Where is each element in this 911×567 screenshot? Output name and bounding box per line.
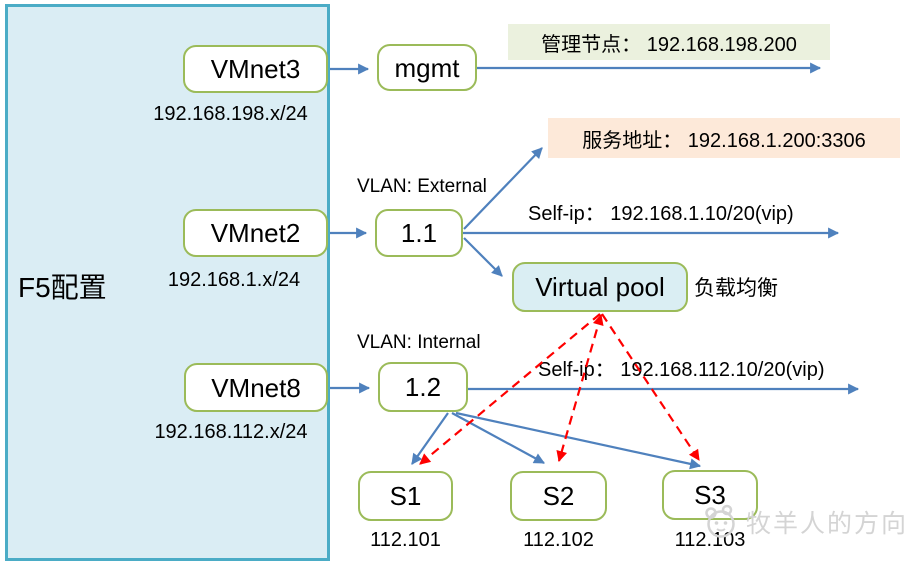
dashed-arrow-pool-to-s2 <box>556 313 604 463</box>
node-vmnet2: VMnet2 <box>183 209 328 257</box>
node-server-s1: S1 <box>358 471 453 521</box>
service-address-callout: 服务地址： 192.168.1.200:3306 <box>548 118 900 158</box>
mgmt-node-callout: 管理节点： 192.168.198.200 <box>508 24 830 60</box>
vlan-external-label: VLAN: External <box>357 176 487 197</box>
arrow-1-1-to-virtual-pool <box>463 237 503 277</box>
selfip-internal-label: Self-ip： 192.168.112.10/20(vip) <box>538 359 825 381</box>
node-server-s2: S2 <box>510 471 607 521</box>
arrow-1-2-to-s1 <box>411 412 449 465</box>
subnet-vmnet2-label: 192.168.1.x/24 <box>167 269 301 291</box>
subnet-vmnet8-label: 192.168.112.x/24 <box>154 421 308 443</box>
watermark: 牧羊人的方向 <box>700 501 908 543</box>
subnet-vmnet3-label: 192.168.198.x/24 <box>153 103 308 125</box>
arrow-1-2-to-s3 <box>455 411 702 470</box>
load-balance-label: 负载均衡 <box>694 277 778 300</box>
server-s1-ip-label: 112.101 <box>370 529 441 551</box>
arrow-1-2-to-s2 <box>451 412 545 464</box>
watermark-text: 牧羊人的方向 <box>746 510 909 538</box>
dashed-arrow-pool-to-s3 <box>601 313 700 461</box>
node-vmnet8: VMnet8 <box>184 363 328 412</box>
node-port-1-2: 1.2 <box>378 362 468 412</box>
node-mgmt: mgmt <box>377 44 477 91</box>
f5-config-label: F5配置 <box>18 272 107 303</box>
node-port-1-1: 1.1 <box>375 209 463 257</box>
node-server-s3: S3 <box>662 470 758 520</box>
node-vmnet3: VMnet3 <box>183 45 328 93</box>
sheep-logo-icon <box>705 504 735 538</box>
f5-config-panel <box>5 4 330 561</box>
node-virtual-pool: Virtual pool <box>512 262 688 312</box>
server-s2-ip-label: 112.102 <box>523 529 594 551</box>
vlan-internal-label: VLAN: Internal <box>357 332 481 353</box>
selfip-external-label: Self-ip： 192.168.1.10/20(vip) <box>528 203 794 225</box>
